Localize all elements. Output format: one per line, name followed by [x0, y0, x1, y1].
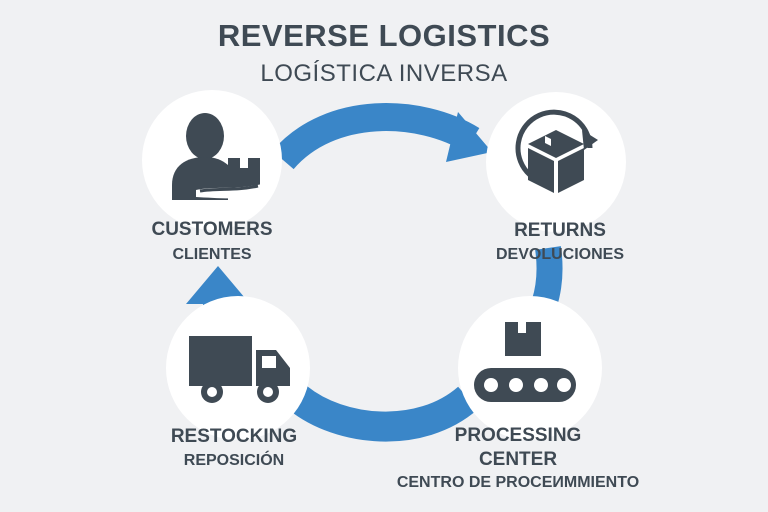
returns-label: RETURNS: [514, 220, 606, 241]
conveyor-box-icon: [474, 322, 576, 402]
customers-label: CUSTOMERS: [151, 219, 273, 240]
returns-node: [486, 92, 626, 232]
processing-label-es: CENTRO DE PROCEИМMIENTO: [396, 474, 640, 491]
page-subtitle: LOGÍSTICA INVERSA: [260, 60, 508, 87]
arrow-customers-to-returns: [272, 103, 492, 170]
box-return-icon: [515, 109, 598, 193]
restocking-label-es: REPOSICIÓN: [183, 452, 285, 469]
processing-label: PROCESSING: [454, 425, 582, 446]
delivery-truck-icon: [189, 336, 290, 403]
person-holding-box-icon: [172, 113, 262, 200]
customers-label-es: CLIENTES: [172, 246, 252, 263]
returns-label-es: DEVOLUCIONES: [495, 246, 624, 263]
restocking-label: RESTOCKING: [170, 426, 298, 447]
processing-label-line2: CENTER: [478, 449, 558, 470]
arrow-processing-to-restocking: [288, 385, 478, 442]
page-title: REVERSE LOGISTICS: [217, 18, 551, 53]
